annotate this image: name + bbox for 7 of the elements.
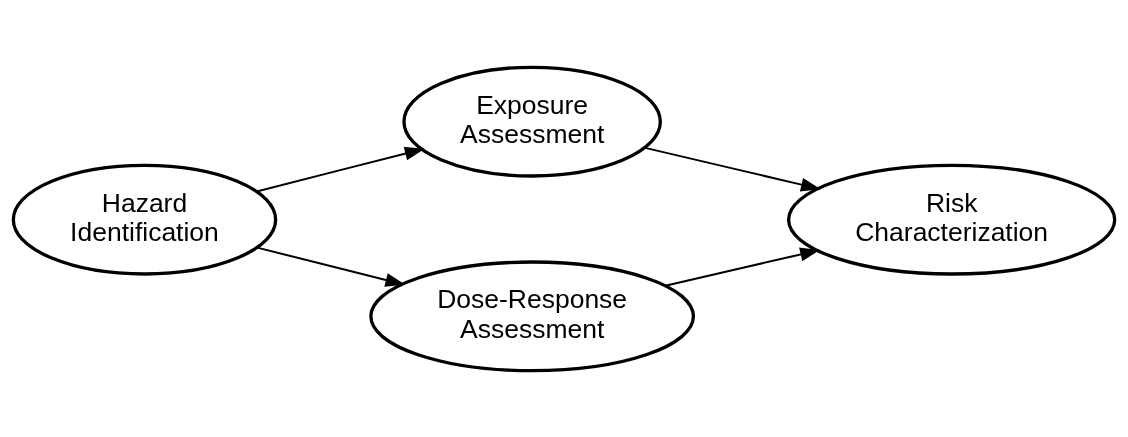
arrow [256, 246, 406, 287]
node-ellipse: Risk Characterization [786, 163, 1117, 276]
arrow [664, 247, 821, 287]
arrow [644, 146, 821, 191]
node-ellipse: Dose-Response Assessment [369, 259, 696, 372]
node-ellipse: Hazard Identification [11, 163, 278, 276]
arrow [255, 146, 425, 192]
